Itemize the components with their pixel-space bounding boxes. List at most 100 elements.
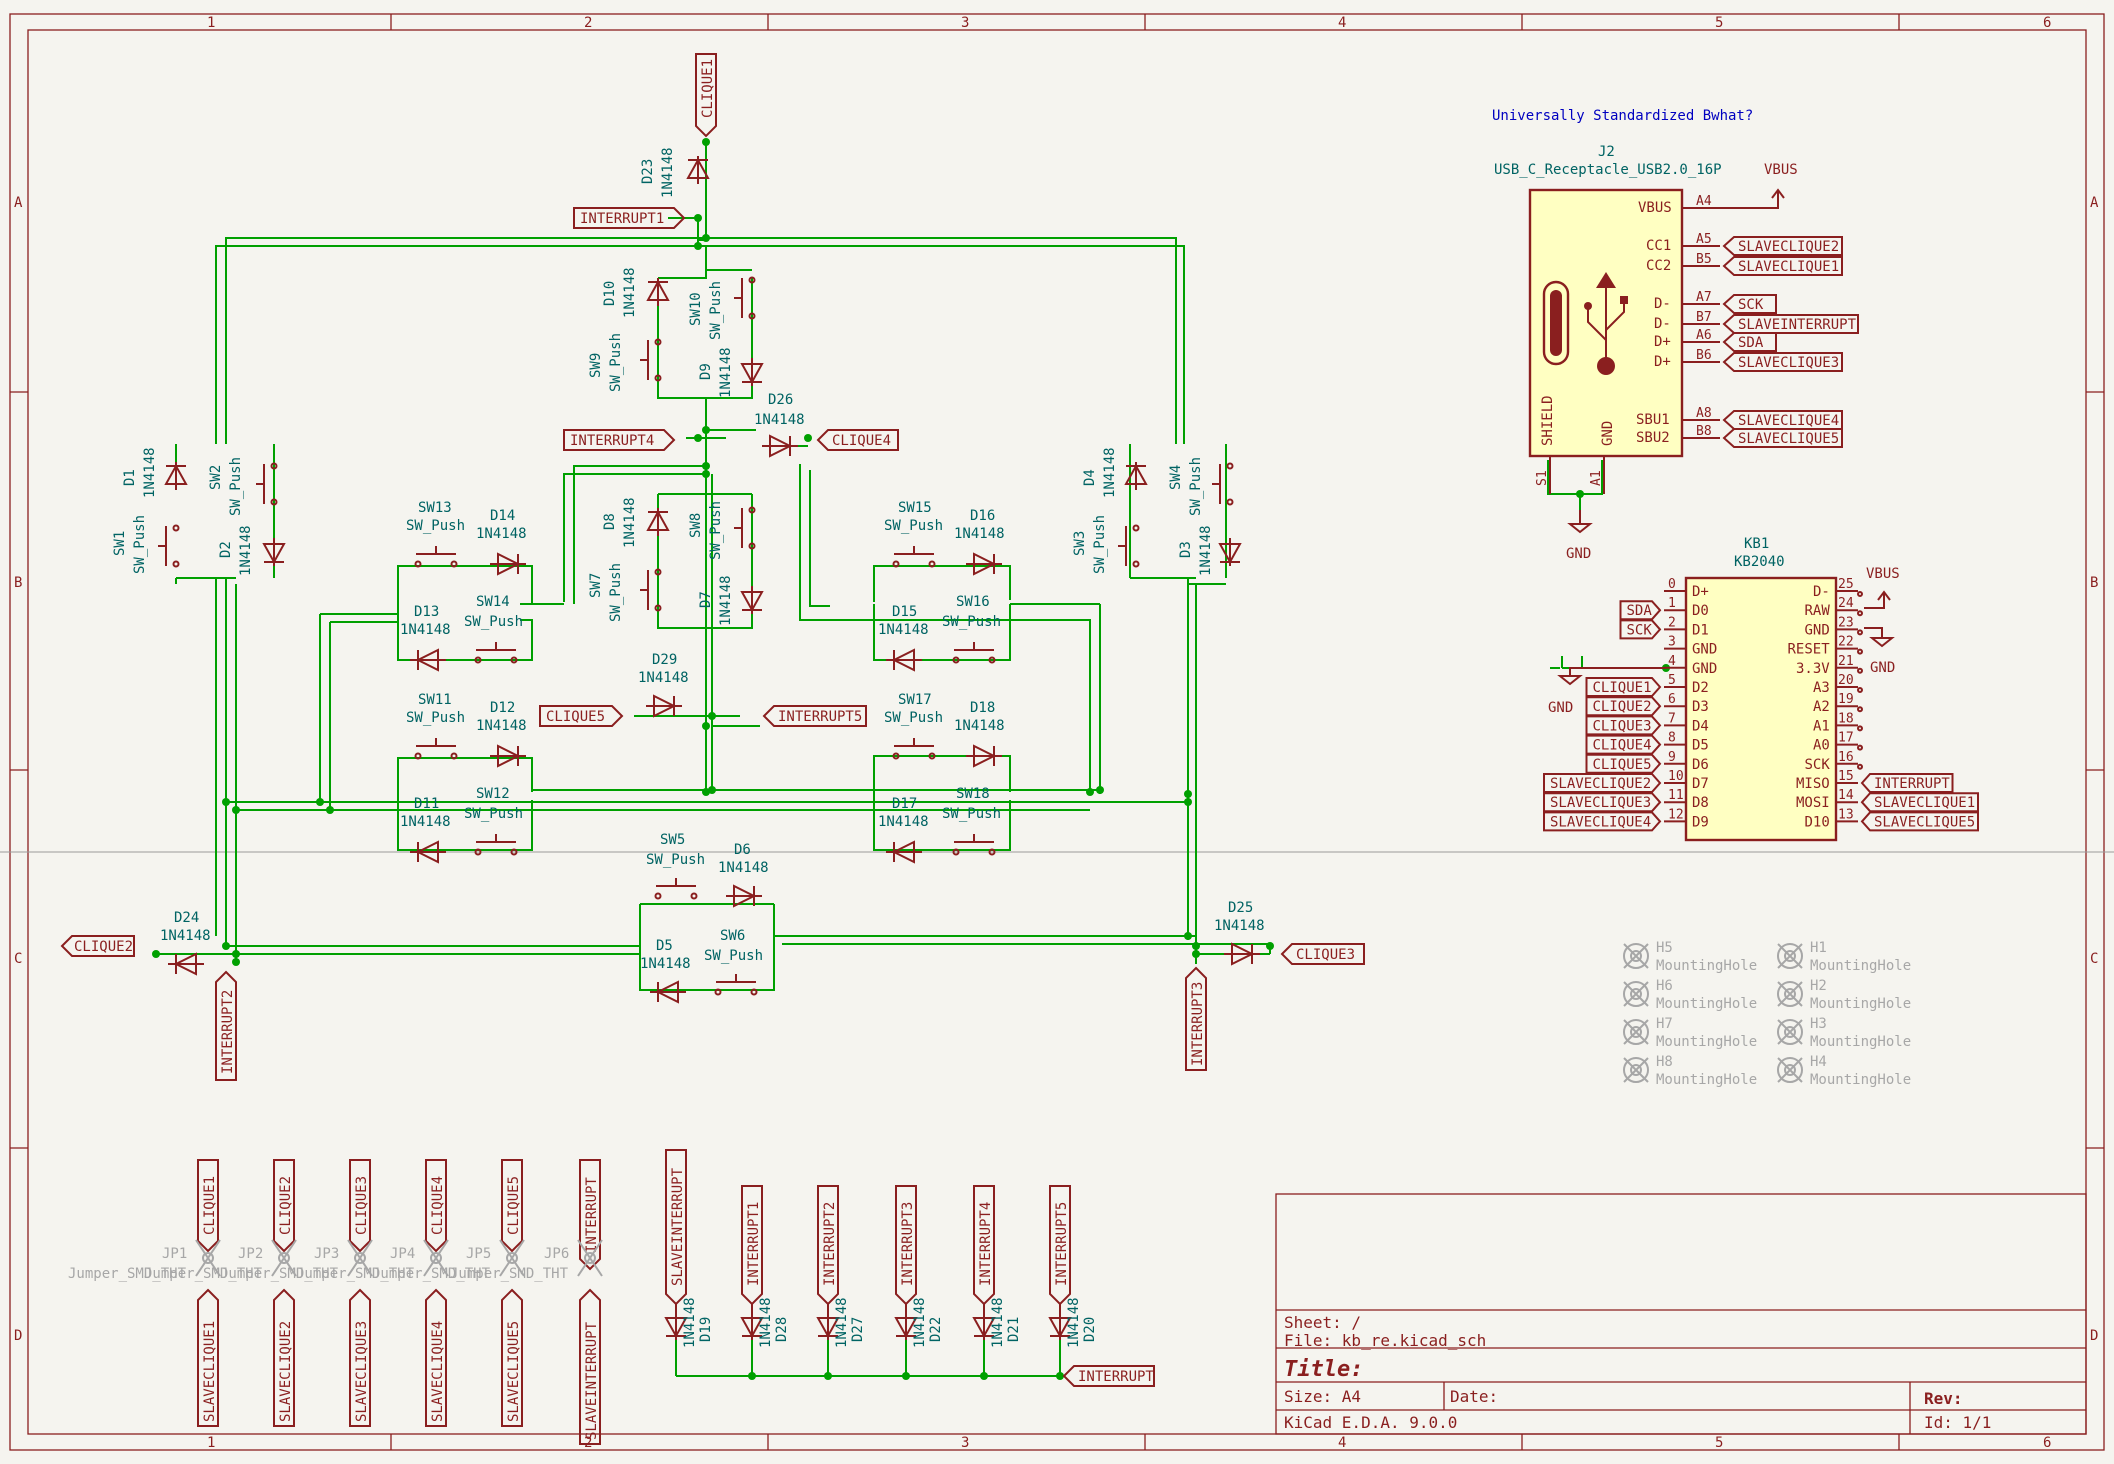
switch-sw3[interactable]: SW3 SW_Push — [1072, 515, 1140, 574]
svg-text:SW9: SW9 — [588, 353, 604, 378]
switch-sw7[interactable]: SW7 SW_Push — [588, 563, 662, 622]
diode-d25[interactable]: D25 1N4148 — [1214, 900, 1265, 965]
diode-d10[interactable]: D10 1N4148 — [602, 267, 669, 318]
svg-text:INTERRUPT1: INTERRUPT1 — [746, 1202, 762, 1286]
diode-d26[interactable]: D26 1N4148 — [754, 392, 805, 457]
diode-d13[interactable]: D13 1N4148 — [400, 604, 451, 671]
diode-d9[interactable]: D9 1N4148 — [698, 347, 763, 398]
diode-d29[interactable]: D29 1N4148 — [638, 652, 689, 717]
switch-sw1[interactable]: SW1 SW_Push — [112, 515, 180, 574]
svg-text:D3: D3 — [1692, 699, 1709, 715]
svg-text:VBUS: VBUS — [1638, 200, 1672, 216]
svg-text:SW15: SW15 — [898, 500, 932, 516]
svg-text:SW_Push: SW_Push — [464, 614, 523, 630]
diode-d11[interactable]: D11 1N4148 — [400, 796, 451, 863]
svg-text:A3: A3 — [1813, 680, 1830, 696]
switch-sw18[interactable]: SW18 SW_Push — [942, 786, 1001, 856]
switch-sw6[interactable]: SW6 SW_Push — [704, 928, 763, 996]
svg-text:D20: D20 — [1082, 1317, 1098, 1342]
svg-text:1N4148: 1N4148 — [1214, 918, 1265, 934]
diode-d1[interactable]: D1 1N4148 — [122, 447, 187, 498]
net-label-clique2: CLIQUE2 — [60, 935, 135, 957]
svg-text:25: 25 — [1838, 577, 1854, 592]
col-label: 6 — [2043, 1435, 2051, 1451]
diode-d15[interactable]: D15 1N4148 — [878, 604, 929, 671]
svg-text:CLIQUE1: CLIQUE1 — [700, 59, 716, 118]
col-label: 2 — [584, 15, 592, 31]
svg-text:CLIQUE2: CLIQUE2 — [1593, 699, 1652, 715]
diode-d16[interactable]: D16 1N4148 — [954, 508, 1005, 575]
title-block: Sheet: / File: kb_re.kicad_sch Title: Si… — [1275, 1193, 2087, 1435]
svg-text:1N4148: 1N4148 — [400, 622, 451, 638]
svg-text:D9: D9 — [698, 363, 714, 380]
svg-text:JP6: JP6 — [544, 1246, 569, 1262]
switch-sw12[interactable]: SW12 SW_Push — [464, 786, 523, 856]
diode-d24[interactable]: D24 1N4148 — [160, 910, 211, 975]
usb-c-icon-inner — [1550, 290, 1562, 356]
svg-text:H6: H6 — [1656, 978, 1673, 994]
diode-d12[interactable]: D12 1N4148 — [476, 700, 527, 767]
switch-sw14[interactable]: SW14 SW_Push — [464, 594, 523, 664]
svg-text:CLIQUE5: CLIQUE5 — [546, 709, 605, 725]
diode-d18[interactable]: D18 1N4148 — [954, 700, 1005, 767]
frame-col-ticks — [10, 14, 2104, 1450]
switch-sw10[interactable]: SW10 SW_Push — [688, 276, 756, 341]
diode-d2[interactable]: D2 1N4148 — [218, 525, 285, 576]
diode-d17[interactable]: D17 1N4148 — [878, 796, 929, 863]
switch-sw4[interactable]: SW4 SW_Push — [1168, 457, 1234, 516]
switch-sw5[interactable]: SW5 SW_Push — [646, 832, 705, 900]
svg-text:INTERRUPT3: INTERRUPT3 — [1190, 982, 1206, 1066]
svg-text:D-: D- — [1813, 584, 1830, 600]
switch-sw9[interactable]: SW9 SW_Push — [588, 333, 662, 392]
svg-text:JP2: JP2 — [238, 1246, 263, 1262]
diode-d5[interactable]: D5 1N4148 — [640, 938, 691, 1003]
svg-text:SW17: SW17 — [898, 692, 932, 708]
net-label-interrupt4: INTERRUPT4 — [563, 429, 676, 451]
svg-text:SLAVEINTERRUPT: SLAVEINTERRUPT — [670, 1167, 686, 1286]
diode-d8[interactable]: D8 1N4148 — [602, 497, 669, 548]
diode-d7[interactable]: D7 1N4148 — [698, 575, 763, 626]
svg-text:SLAVECLIQUE2: SLAVECLIQUE2 — [1550, 776, 1651, 792]
switch-sw2[interactable]: SW2 SW_Push — [208, 457, 278, 516]
svg-text:D12: D12 — [490, 700, 515, 716]
svg-text:A8: A8 — [1696, 406, 1712, 421]
svg-text:D6: D6 — [734, 842, 751, 858]
svg-text:SDA: SDA — [1627, 603, 1653, 619]
switch-sw15[interactable]: SW15 SW_Push — [884, 500, 943, 568]
diode-d6[interactable]: D6 1N4148 — [718, 842, 769, 907]
svg-text:SW16: SW16 — [956, 594, 990, 610]
svg-text:SBU2: SBU2 — [1636, 430, 1670, 446]
svg-text:1N4148: 1N4148 — [1066, 1297, 1082, 1348]
svg-text:15: 15 — [1838, 769, 1854, 784]
switch-sw17[interactable]: SW17 SW_Push — [884, 692, 943, 760]
svg-text:CLIQUE4: CLIQUE4 — [1593, 738, 1652, 754]
svg-text:SLAVECLIQUE5: SLAVECLIQUE5 — [1874, 814, 1975, 830]
switch-sw16[interactable]: SW16 SW_Push — [942, 594, 1001, 664]
col-label: 1 — [207, 15, 215, 31]
diode-d3[interactable]: D3 1N4148 — [1178, 525, 1241, 576]
usb-c-connector-j2[interactable]: J2 USB_C_Receptacle_USB2.0_16P SHIELD GN… — [1494, 144, 1730, 494]
switch-sw13[interactable]: SW13 SW_Push — [406, 500, 465, 568]
switch-sw8[interactable]: SW8 SW_Push — [688, 501, 756, 560]
svg-text:SW5: SW5 — [660, 832, 685, 848]
diode-d4[interactable]: D4 1N4148 — [1082, 447, 1147, 498]
switch-sw11[interactable]: SW11 SW_Push — [406, 692, 465, 760]
diode-d23[interactable]: D23 1N4148 — [640, 147, 709, 198]
diode-d14[interactable]: D14 1N4148 — [476, 508, 527, 575]
